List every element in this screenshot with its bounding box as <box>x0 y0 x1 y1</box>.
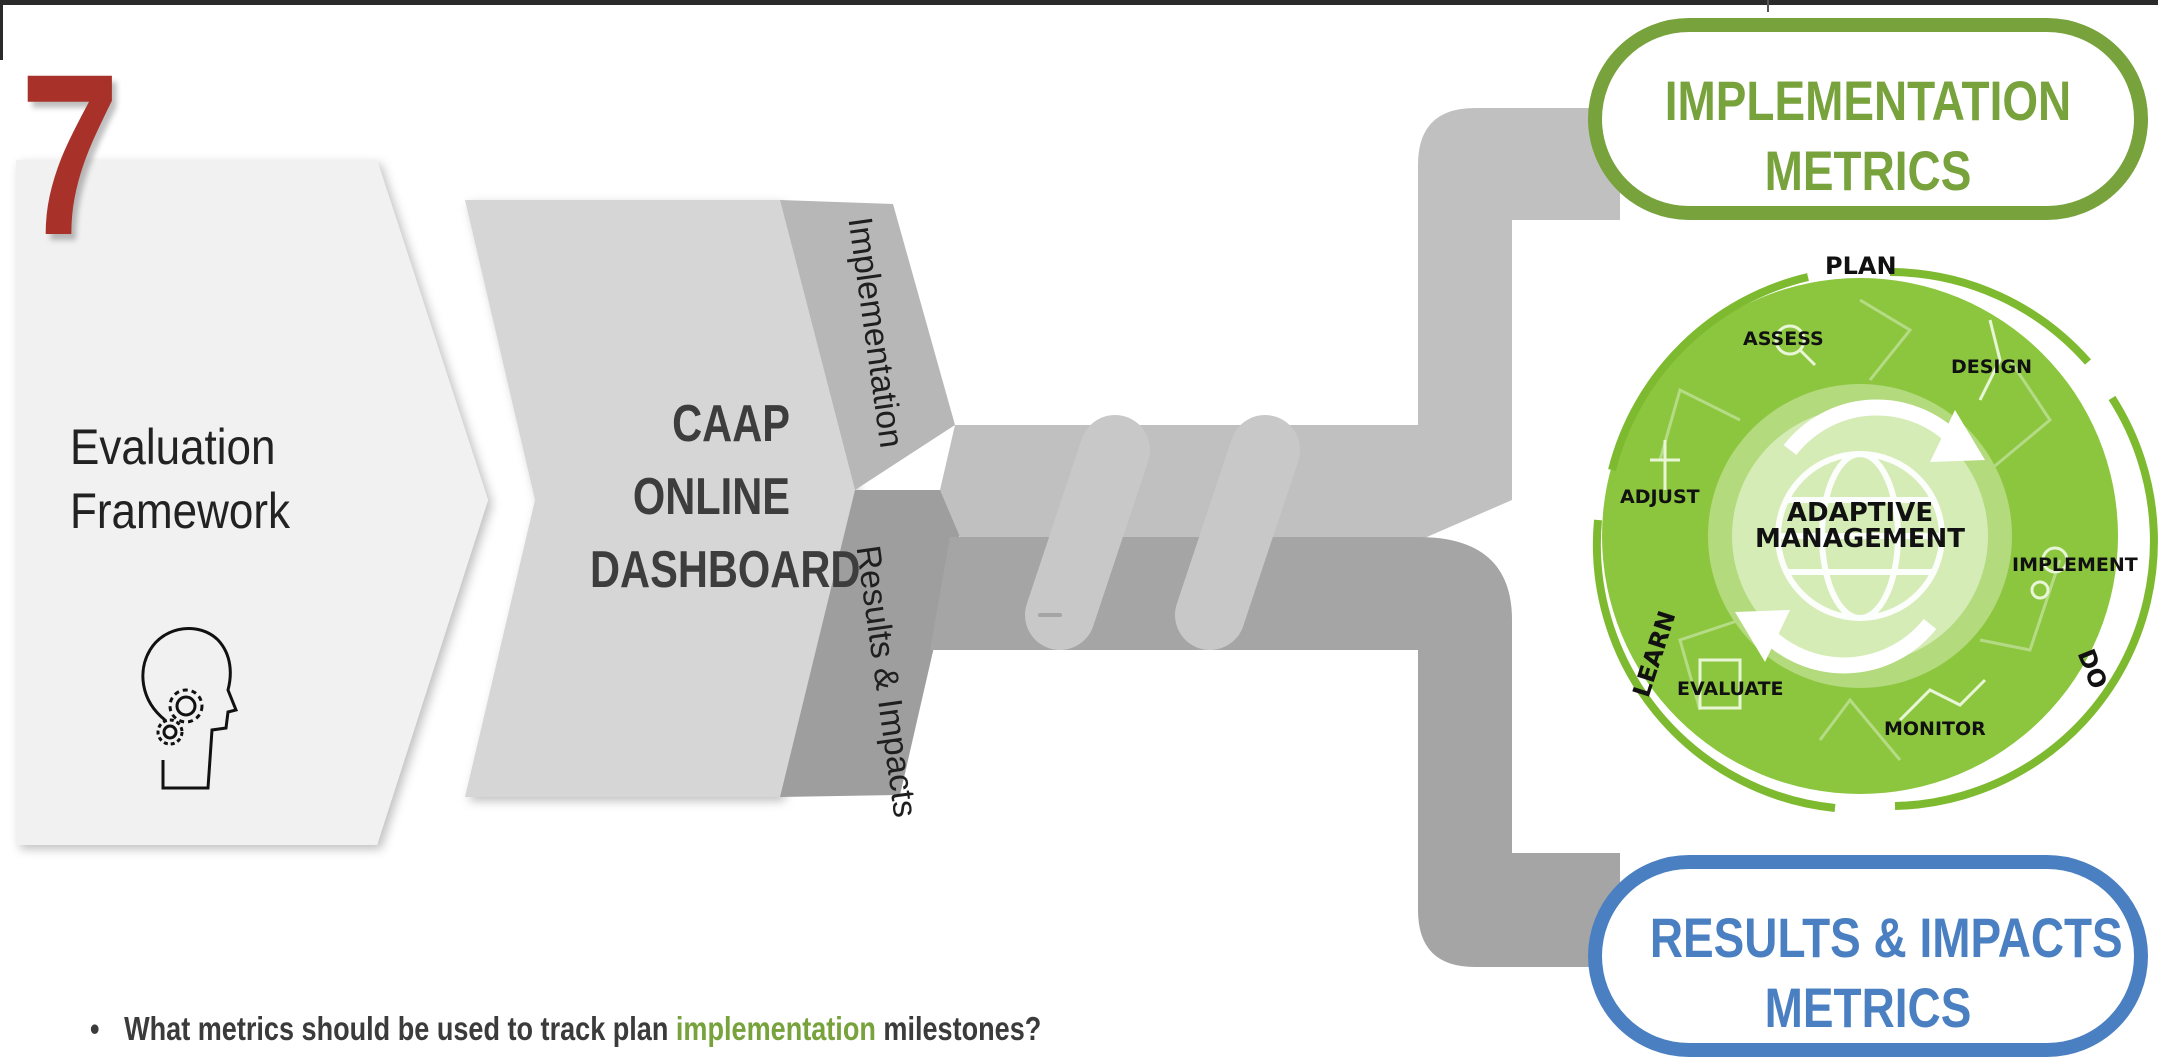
implementation-metrics-pill: IMPLEMENTATION METRICS <box>1588 18 2148 220</box>
evaluation-framework-chevron <box>16 160 488 845</box>
cycle-label-plan: PLAN <box>1825 252 1897 280</box>
step-number: 7 <box>20 26 120 283</box>
results-metrics-line1: RESULTS & IMPACTS <box>1649 906 2123 969</box>
dashboard-label: CAAP ONLINE DASHBOARD <box>590 388 861 607</box>
center-label-line2: MANAGEMENT <box>1754 524 1966 554</box>
evaluation-framework-label: Evaluation Framework <box>70 415 290 543</box>
text-cursor <box>0 5 3 60</box>
bullet-text-before: What metrics should be used to track pla… <box>124 1010 676 1047</box>
window-top-bar <box>0 0 2158 5</box>
cycle-label-implement: IMPLEMENT <box>2012 554 2138 576</box>
dashboard-label-line3: DASHBOARD <box>590 541 861 599</box>
evaluation-label-line2: Framework <box>70 483 291 539</box>
head-gears-icon <box>141 627 239 790</box>
dashboard-label-line1: CAAP <box>672 395 790 453</box>
adaptive-management-label: ADAPTIVE MANAGEMENT <box>1740 500 1980 552</box>
cycle-label-monitor: MONITOR <box>1884 718 1986 740</box>
question-bullet: • What metrics should be used to track pl… <box>90 1010 1041 1048</box>
results-impacts-tab <box>780 490 970 797</box>
center-label-line1: ADAPTIVE <box>1786 498 1934 528</box>
results-metrics-line2: METRICS <box>1764 976 1972 1039</box>
adaptive-management-wheel <box>1592 268 2158 812</box>
cycle-label-evaluate: EVALUATE <box>1677 678 1784 700</box>
top-bar-divider <box>1767 0 1769 12</box>
cycle-label-assess: ASSESS <box>1743 328 1824 350</box>
bullet-highlight: implementation <box>675 1010 876 1047</box>
evaluation-label-line1: Evaluation <box>70 419 276 475</box>
dashboard-chevron <box>465 200 855 797</box>
implementation-metrics-line2: METRICS <box>1764 139 1972 202</box>
results-impacts-metrics-pill: RESULTS & IMPACTS METRICS <box>1588 855 2148 1057</box>
implementation-metrics-line1: IMPLEMENTATION <box>1664 69 2072 132</box>
implementation-tab <box>780 200 955 490</box>
bullet-dot: • <box>90 1010 100 1047</box>
bullet-text-after: milestones? <box>875 1010 1042 1047</box>
crossing-ribbons <box>1025 415 1300 650</box>
dashboard-label-line2: ONLINE <box>632 468 790 526</box>
cycle-label-adjust: ADJUST <box>1620 486 1700 508</box>
cycle-label-design: DESIGN <box>1951 356 2033 378</box>
